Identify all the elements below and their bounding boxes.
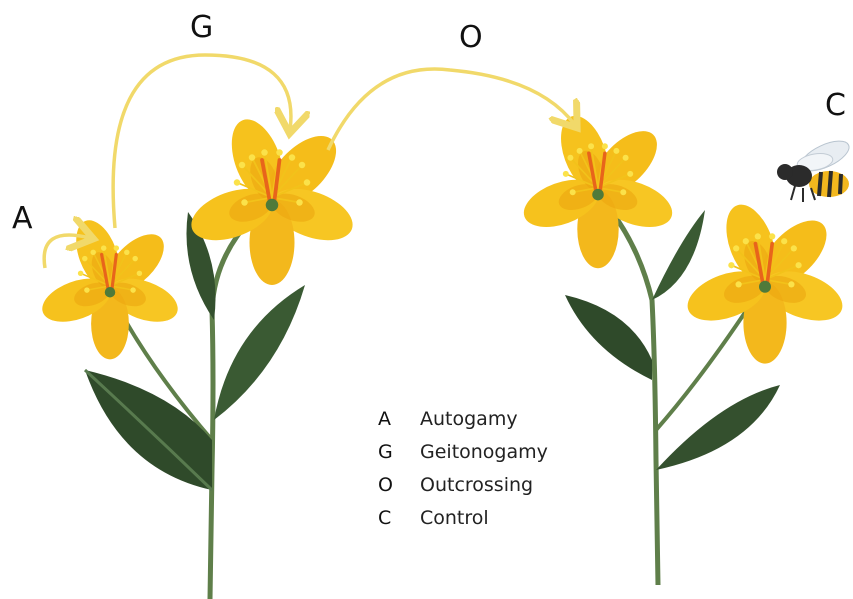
legend-key: C	[378, 507, 391, 529]
label-control: C	[825, 88, 846, 123]
bee-icon	[777, 135, 853, 202]
legend-text: Outcrossing	[420, 474, 533, 496]
outcrossing-arrow-icon	[328, 69, 575, 150]
right-plant-stem	[612, 212, 658, 585]
flower-icon	[681, 198, 849, 364]
label-autogamy: A	[12, 201, 33, 236]
legend-text: Control	[420, 507, 489, 529]
left-plant	[36, 112, 359, 599]
label-outcrossing: O	[459, 20, 483, 55]
legend-key: A	[378, 408, 391, 430]
legend-text: Geitonogamy	[420, 441, 548, 463]
label-geitonogamy: G	[190, 10, 213, 45]
leaf-icon	[214, 285, 305, 420]
legend-key: G	[378, 441, 393, 463]
legend-text: Autogamy	[420, 408, 518, 430]
legend: A Autogamy G Geitonogamy O Outcrossing C…	[378, 408, 548, 529]
leaf-icon	[656, 385, 780, 470]
leaf-icon	[565, 295, 652, 380]
flower-icon	[517, 109, 678, 268]
left-plant-stem	[210, 220, 250, 599]
legend-key: O	[378, 474, 393, 496]
